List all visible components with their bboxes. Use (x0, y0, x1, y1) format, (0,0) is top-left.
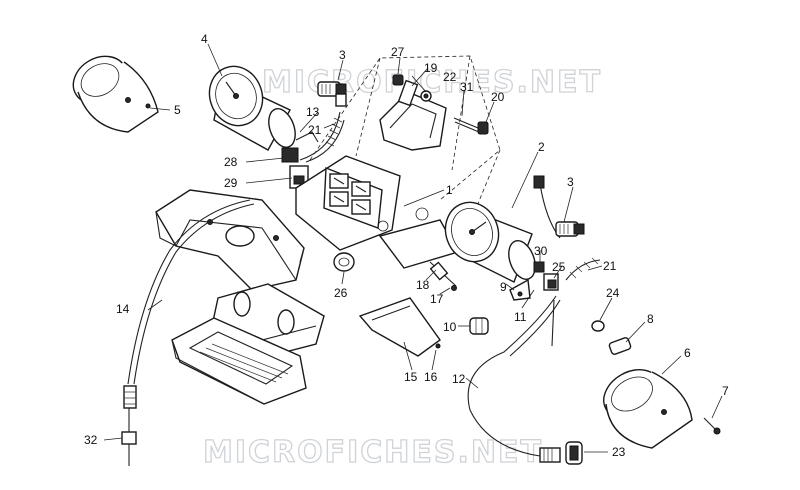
callout-31: 31 (460, 80, 474, 94)
callout-3-right: 3 (567, 175, 574, 189)
callout-22: 22 (443, 70, 457, 84)
callout-2: 2 (538, 140, 545, 154)
callout-numbers: 1 2 3 3 4 5 6 7 8 9 10 11 12 13 14 15 16… (84, 32, 729, 459)
assembly-leader-lines (309, 55, 501, 229)
callout-21-right: 21 (603, 259, 617, 273)
right-fittings (509, 261, 559, 301)
cover-plate-15 (358, 297, 441, 357)
callout-28: 28 (224, 155, 238, 169)
bolt-31 (453, 117, 480, 133)
speedometer (444, 201, 536, 283)
nut-20 (477, 121, 489, 135)
callout-3-top: 3 (339, 48, 346, 62)
tachometer (208, 65, 296, 151)
callout-9: 9 (500, 280, 507, 294)
tachometer-cable (127, 199, 251, 385)
connector-block (281, 131, 319, 189)
callout-1: 1 (446, 183, 453, 197)
callout-24: 24 (606, 286, 620, 300)
callout-17: 17 (430, 292, 444, 306)
callout-12: 12 (452, 372, 466, 386)
upper-housing (155, 189, 305, 291)
callout-18: 18 (416, 278, 430, 292)
spacer-8 (608, 337, 632, 355)
left-instrument-cup (72, 55, 159, 133)
angle-drive-right (555, 221, 585, 237)
nut-27 (392, 74, 404, 86)
callout-27: 27 (391, 45, 405, 59)
callout-20: 20 (491, 90, 505, 104)
spring-21-right (565, 257, 601, 281)
callout-30: 30 (534, 244, 548, 258)
angle-drive-top (317, 81, 347, 107)
callout-21-left: 21 (308, 123, 322, 137)
callout-13: 13 (306, 105, 320, 119)
callout-14: 14 (116, 302, 130, 316)
watermark-bottom: MICROFICHES.NET (203, 435, 543, 470)
grommet-26 (333, 252, 355, 272)
screw-7 (703, 417, 717, 431)
callout-7: 7 (722, 384, 729, 398)
callout-23: 23 (612, 445, 626, 459)
callout-19: 19 (424, 61, 438, 75)
callout-32: 32 (84, 433, 98, 447)
callout-15: 15 (404, 370, 418, 384)
warning-light-panel (295, 155, 460, 269)
cable-fitting-23 (539, 441, 583, 465)
bottom-shroud (171, 317, 307, 405)
callout-4: 4 (201, 32, 208, 46)
cable-end-32 (121, 385, 137, 466)
callout-16: 16 (424, 370, 438, 384)
callout-29: 29 (224, 176, 238, 190)
callout-6: 6 (684, 346, 691, 360)
nut-10 (469, 317, 489, 335)
callout-8: 8 (647, 312, 654, 326)
callout-leaders (103, 43, 723, 453)
speedometer-cable (467, 295, 557, 457)
spring-21-left (325, 117, 343, 147)
callout-26: 26 (334, 286, 348, 300)
callout-25: 25 (552, 260, 566, 274)
bulb-holder-17-18 (429, 261, 457, 291)
washer-24 (591, 320, 605, 332)
right-instrument-cup (603, 369, 693, 449)
callout-5: 5 (174, 103, 181, 117)
bracket-19 (379, 79, 447, 151)
callout-10: 10 (443, 320, 457, 334)
callout-11: 11 (514, 310, 527, 324)
